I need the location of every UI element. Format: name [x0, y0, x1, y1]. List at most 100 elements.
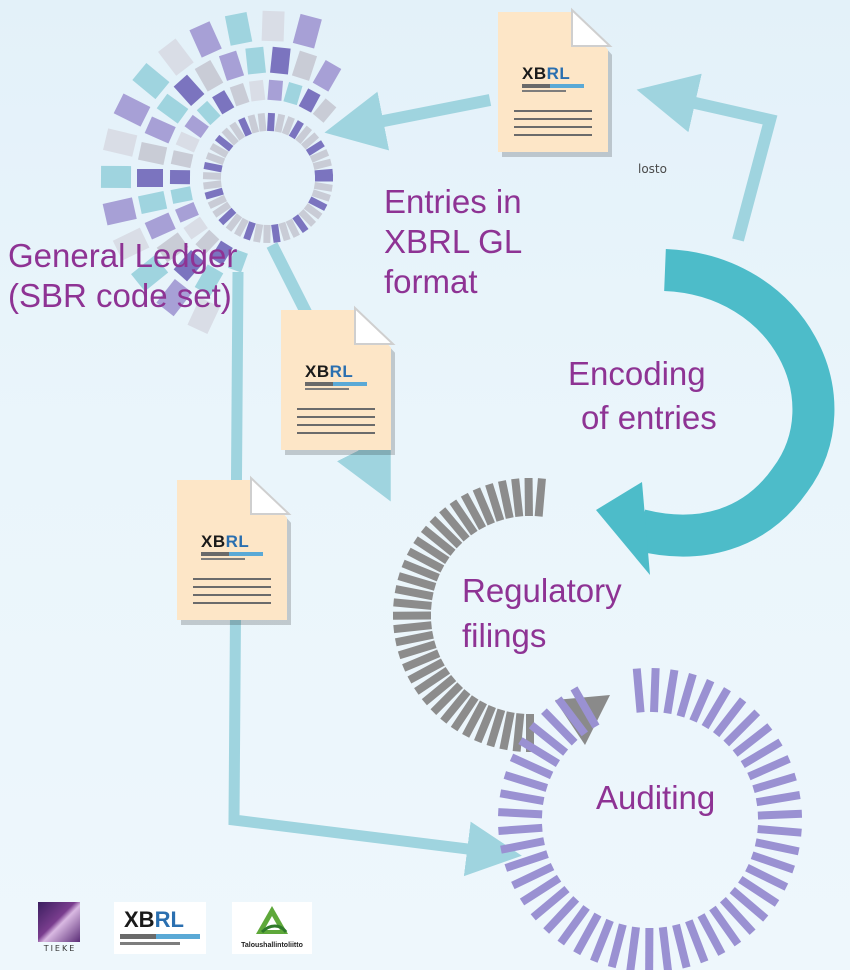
ledger-ring-dash — [308, 196, 328, 211]
doc-fold-icon — [250, 475, 292, 515]
ledger-ring-dash — [227, 248, 248, 273]
ledger-ring-dash — [312, 60, 342, 92]
regulatory-ring-dash — [407, 658, 445, 684]
ledger-ring-dash — [274, 113, 286, 133]
regulatory-ring-dash — [440, 689, 471, 724]
ledger-ring-dash — [305, 140, 325, 156]
auditing-ring-dash — [632, 668, 645, 713]
ledger-ring-dash — [137, 141, 168, 165]
ledger-ring-dash — [183, 216, 208, 240]
xbrl-document-top: XBRL — [498, 7, 613, 157]
auditing-ring-dash — [504, 850, 549, 872]
ledger-ring-dash — [314, 168, 334, 178]
regulatory-ring-dash — [430, 682, 464, 715]
ledger-ring-dash — [281, 116, 295, 136]
ledger-ring-dash — [298, 209, 317, 227]
ledger-ring-dash — [194, 60, 224, 92]
ledger-ring-dash — [103, 128, 138, 157]
auditing-ring-dash — [541, 708, 578, 746]
auditing-ring-dash — [498, 823, 543, 835]
ledger-ring-dash — [173, 74, 205, 106]
label-regulatory-line2: filings — [462, 617, 547, 654]
ledger-ring-dash — [288, 120, 304, 140]
auditing-ring-dash — [719, 896, 756, 935]
auditing-ring-dash — [757, 809, 803, 820]
auditing-ring-dash — [747, 755, 791, 781]
regulatory-ring-dash — [439, 507, 470, 542]
ledger-ring-dash — [292, 214, 309, 234]
regulatory-ring-dash — [406, 547, 445, 573]
ledger-ring-dash — [196, 100, 221, 126]
ledger-ring-dash — [257, 112, 267, 132]
ledger-ring-dash — [144, 212, 176, 240]
label-entries-line1: Entries in — [384, 183, 522, 220]
ledger-ring-dash — [194, 264, 224, 296]
encoding-curved-arrow — [634, 249, 835, 557]
regulatory-ring-dash — [486, 708, 506, 748]
ledger-ring-dash — [170, 150, 194, 169]
arrow-ledger-to-auditing — [228, 271, 522, 877]
regulatory-ring-dash — [474, 704, 496, 744]
ledger-ring-dash — [261, 10, 285, 42]
auditing-ring-dash — [732, 723, 773, 757]
ledger-ring-dash — [218, 207, 237, 226]
ledger-ring-dash — [112, 227, 150, 261]
auditing-ring-dash — [729, 886, 769, 922]
auditing-ring-dash — [509, 753, 554, 780]
xbrl-footer-logo: XBRL — [114, 902, 206, 954]
ledger-ring-dash — [205, 152, 226, 166]
ledger-ring-dash — [253, 223, 264, 243]
ledger-ring-dash — [156, 279, 193, 317]
arrow-encoding-to-top-doc — [636, 73, 778, 242]
auditing-ring-dash — [528, 722, 569, 756]
auditing-ring-dash — [499, 789, 545, 805]
auditing-ring-dash — [557, 905, 590, 946]
auditing-ring-dash — [590, 918, 614, 963]
ledger-ring-dash — [137, 191, 168, 215]
ledger-ring-dash — [225, 213, 243, 232]
ledger-ring-dash — [144, 116, 176, 144]
label-entries-line3: format — [384, 263, 478, 300]
doc-fold-icon — [354, 305, 396, 345]
ledger-ring-dash — [187, 297, 221, 335]
auditing-ring-dash — [511, 862, 555, 890]
regulatory-ring-dash — [393, 621, 432, 634]
ledger-ring-dash — [291, 50, 318, 81]
xbrl-logo: XBRL — [201, 532, 250, 551]
auditing-ring-dash — [676, 673, 697, 718]
taloushallintoliitto-emblem-icon — [256, 906, 288, 934]
auditing-ring-dash — [752, 772, 797, 793]
regulatory-ring-dash — [460, 492, 487, 531]
auditing-ring-dash — [530, 886, 570, 921]
ledger-ring-dash — [309, 149, 330, 163]
ledger-ring-dash — [210, 240, 233, 266]
regulatory-ring-dash — [397, 640, 437, 660]
auditing-ring-dash — [518, 737, 560, 767]
ledger-ring-dash — [221, 127, 239, 146]
ledger-ring-dash — [173, 250, 205, 282]
label-encoding-line2: of entries — [581, 399, 717, 436]
regulatory-ring-dash — [450, 695, 479, 732]
ledger-ring-dash — [207, 194, 227, 209]
auditing-ring-dash — [712, 697, 747, 738]
label-auditing: Auditing — [596, 779, 716, 816]
ledger-ring-dash — [203, 180, 222, 190]
ledger-ring-dash — [238, 117, 252, 137]
regulatory-ring-dash — [511, 478, 524, 518]
ledger-ring-dash — [283, 82, 303, 106]
ledger-ring-dash — [175, 201, 199, 223]
regulatory-ring-dash — [394, 585, 434, 601]
ledger-ring-dash — [313, 181, 333, 192]
auditing-ring-dash — [754, 838, 800, 856]
ledger-ring-dash — [234, 217, 249, 237]
regulatory-ring-dash — [413, 536, 450, 564]
ledger-ring-dash — [311, 189, 331, 202]
auditing-ring-dash — [689, 679, 715, 723]
ledger-ring-dash — [195, 229, 220, 254]
ledger-ring-dash — [189, 21, 222, 58]
ledger-ring-dash — [292, 13, 322, 49]
label-general-ledger: General Ledger — [8, 237, 238, 274]
auditing-ring-dash — [723, 709, 761, 747]
regulatory-ring-dash — [393, 598, 432, 610]
regulatory-ring-dash — [397, 572, 437, 591]
